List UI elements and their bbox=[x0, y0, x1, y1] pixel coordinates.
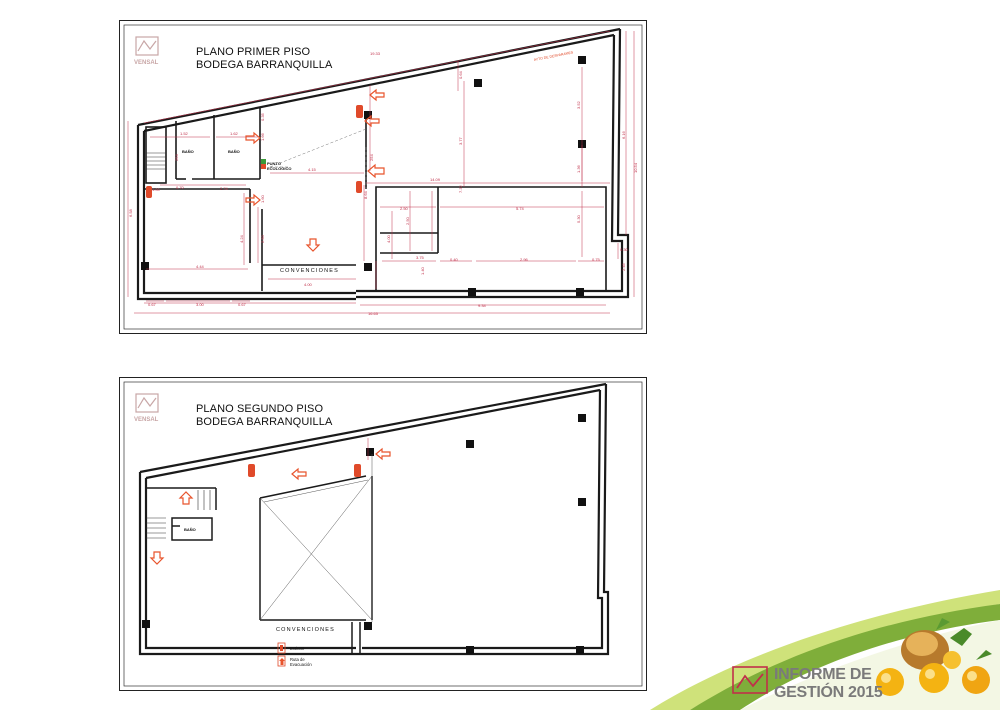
floor-plan-second-floor: VENSAL bbox=[119, 377, 647, 691]
punto-ecologico-label: PUNTO bbox=[267, 161, 281, 166]
punto-ecologico-label: ECOLÓGICO bbox=[267, 166, 291, 171]
plan-title: PLANO PRIMER PISO BODEGA BARRANQUILLA bbox=[196, 46, 332, 72]
dim-label: 1.40 bbox=[420, 266, 425, 275]
dim-label: 0.40 bbox=[450, 257, 459, 262]
legend-ruta: Evacuación bbox=[290, 662, 312, 667]
dim-label: 1.36 bbox=[576, 164, 581, 173]
legend-extintor: Extintor bbox=[290, 646, 305, 651]
dim-label: 4.24 bbox=[239, 234, 244, 243]
convenciones-label: CONVENCIONES bbox=[280, 268, 339, 274]
convenciones-label: CONVENCIONES bbox=[276, 627, 335, 633]
vensal-logo-icon bbox=[135, 393, 159, 413]
dim-label: 14.09 bbox=[430, 177, 441, 182]
dim-label: 2.50 bbox=[260, 234, 265, 243]
dim-label: 9.34 bbox=[478, 303, 487, 308]
report-subtitle: GESTIÓN 2015 bbox=[774, 684, 883, 701]
dim-label: 0.64 bbox=[458, 70, 463, 79]
logo-text: VENSAL bbox=[134, 417, 159, 423]
bano-label: BAÑO bbox=[184, 527, 196, 532]
dim-label: 254 bbox=[174, 154, 179, 161]
dim-label: 16.65 bbox=[368, 311, 379, 316]
dim-label: 3.75 bbox=[416, 255, 425, 260]
brand-logo-icon bbox=[732, 666, 768, 699]
bano-label: BAÑO bbox=[182, 149, 194, 154]
fruit-illustration bbox=[876, 618, 992, 696]
dim-label: 3.52 bbox=[576, 100, 581, 109]
evacuation-arrow-icon bbox=[245, 88, 385, 252]
dim-label: 1.52 bbox=[180, 131, 189, 136]
floor-plan-first-floor: VENSAL bbox=[119, 20, 647, 334]
evacuation-arrow-icon bbox=[149, 447, 391, 565]
extinguisher-icon bbox=[248, 464, 361, 477]
dim-label: 1.60 bbox=[260, 194, 265, 203]
dim-label: 4.15 bbox=[308, 167, 317, 172]
dim-label: 5.74 bbox=[516, 206, 525, 211]
plan-title-line: PLANO PRIMER PISO bbox=[196, 46, 311, 58]
dim-label: 2.96 bbox=[520, 257, 529, 262]
dim-label: 2.50 bbox=[400, 206, 409, 211]
first-floor-drawing: VENSAL bbox=[123, 24, 643, 330]
plan-title-line: PLANO SEGUNDO PISO bbox=[196, 403, 324, 415]
dim-label: 4.44 bbox=[196, 264, 205, 269]
dim-label: 1.00 bbox=[152, 187, 161, 192]
dim-label: 0.67 bbox=[238, 302, 247, 307]
legend: Extintor Ruta de Evacuación bbox=[277, 642, 312, 667]
dim-label: 3.00 bbox=[196, 302, 205, 307]
dim-label: 0.35 bbox=[260, 112, 265, 121]
dim-label: 4.00 bbox=[386, 234, 391, 243]
second-floor-drawing: VENSAL bbox=[123, 381, 643, 687]
dim-label: 254 bbox=[369, 154, 374, 161]
dim-label: 6.58 bbox=[128, 208, 133, 217]
dim-label: 0.75 bbox=[592, 257, 601, 262]
dim-label: 1.66 bbox=[260, 132, 265, 141]
dim-label: 3.77 bbox=[458, 136, 463, 145]
dim-label: 0.67 bbox=[148, 302, 157, 307]
plan-subtitle-line: BODEGA BARRANQUILLA bbox=[196, 416, 333, 428]
extinguisher-icon bbox=[277, 642, 286, 654]
dim-label: 8.64 bbox=[363, 190, 368, 199]
report-title: INFORME DE bbox=[774, 666, 872, 683]
dim-label: 0.30 bbox=[620, 247, 629, 252]
dim-label: 1.62 bbox=[230, 131, 239, 136]
dim-label: 19.33 bbox=[370, 51, 381, 56]
dim-label: 4.00 bbox=[304, 282, 313, 287]
logo-text: VENSAL bbox=[134, 60, 159, 66]
vensal-logo-icon bbox=[135, 36, 159, 56]
dim-label: 6.16 bbox=[621, 130, 626, 139]
plan-subtitle-line: BODEGA BARRANQUILLA bbox=[196, 59, 333, 71]
red-note: AYTO DE DESPARAMES bbox=[533, 50, 574, 62]
dim-label: 2.74 bbox=[220, 186, 229, 191]
plan-title: PLANO SEGUNDO PISO BODEGA BARRANQUILLA bbox=[196, 403, 332, 429]
bano-label: BAÑO bbox=[228, 149, 240, 154]
report-branding: INFORME DE GESTIÓN 2015 bbox=[650, 590, 1000, 710]
extinguisher-icon bbox=[146, 105, 363, 198]
dim-label: 7.32 bbox=[458, 184, 463, 193]
dim-label: 0.70 bbox=[176, 185, 185, 190]
dim-label: 2.45 bbox=[621, 262, 626, 271]
dim-label: 10.54 bbox=[633, 162, 638, 173]
dim-label: 5.30 bbox=[576, 214, 581, 223]
legend-ruta: Ruta de bbox=[290, 657, 305, 662]
dim-label: 2.50 bbox=[405, 216, 410, 225]
